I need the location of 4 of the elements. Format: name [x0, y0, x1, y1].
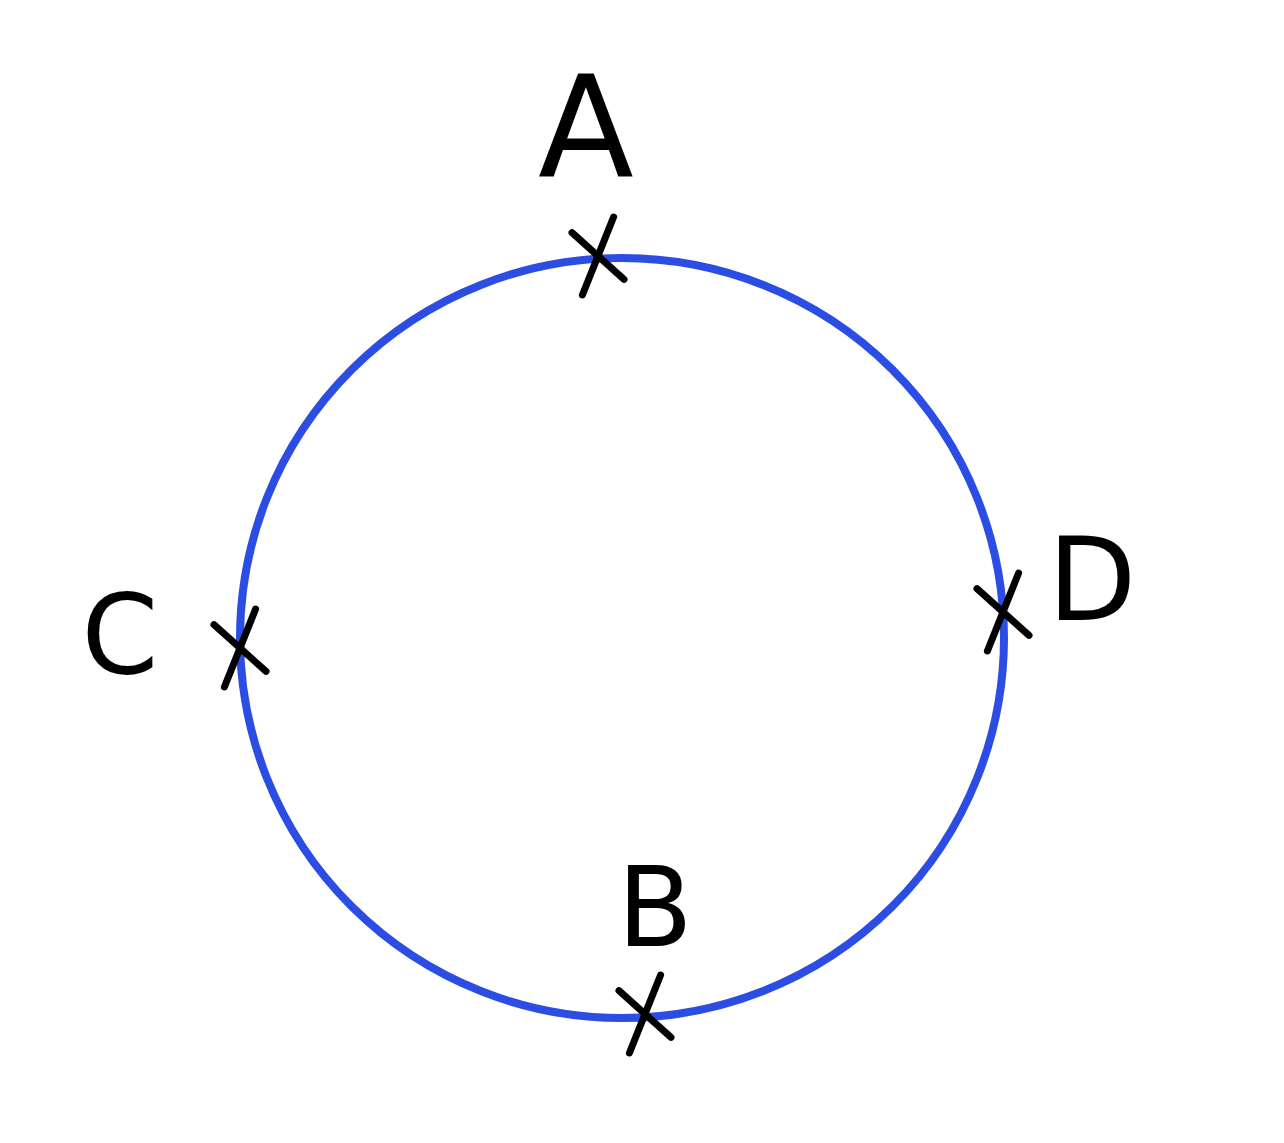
point-label: D [1047, 522, 1137, 638]
point-label: C [81, 580, 159, 690]
point-label: A [538, 58, 634, 198]
point-label: B [617, 853, 693, 963]
